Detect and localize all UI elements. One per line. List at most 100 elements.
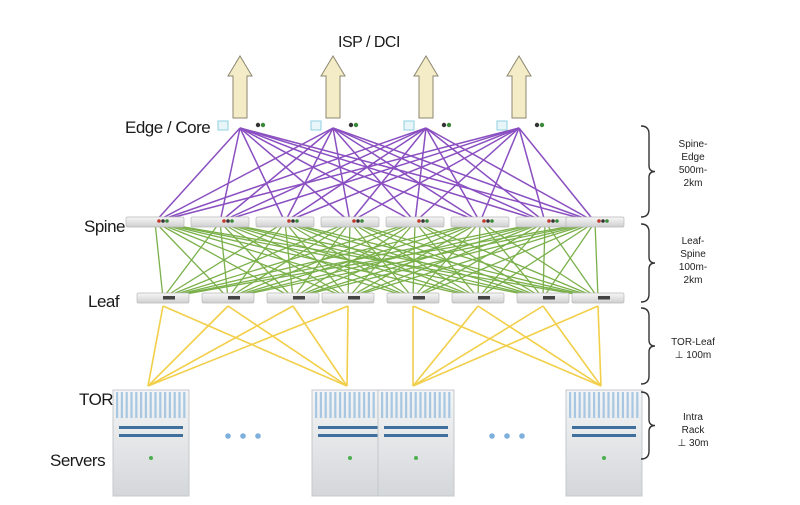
edge-router bbox=[496, 120, 545, 131]
tor-port-icon bbox=[348, 392, 351, 418]
status-led-icon bbox=[348, 122, 354, 128]
ellipsis-dot-icon bbox=[504, 433, 510, 439]
tor-port-icon bbox=[631, 392, 634, 418]
edge-spine-link bbox=[518, 127, 546, 223]
tor-port-icon bbox=[149, 392, 152, 418]
status-led-icon bbox=[482, 219, 486, 223]
ellipsis-dot-icon bbox=[225, 433, 231, 439]
edge-spine-link bbox=[239, 127, 351, 223]
edge-router bbox=[310, 120, 359, 131]
spine-tier-label: Spine bbox=[84, 217, 125, 236]
tor-leaf-links bbox=[147, 305, 602, 387]
tor-port-icon bbox=[405, 392, 408, 418]
status-led-icon bbox=[534, 122, 540, 128]
edge-core-tier-label: Edge / Core bbox=[125, 118, 211, 137]
tor-leaf-link bbox=[542, 305, 602, 387]
leaf-spine-link bbox=[162, 221, 416, 299]
status-led-icon bbox=[255, 122, 261, 128]
tor-port-icon bbox=[125, 392, 128, 418]
status-led-icon bbox=[222, 219, 226, 223]
leaf-spine-link bbox=[219, 221, 349, 299]
tor-leaf-link bbox=[147, 305, 349, 387]
status-led-icon bbox=[291, 219, 295, 223]
up-arrow-icon bbox=[320, 55, 346, 119]
edge-spine-links bbox=[154, 127, 596, 223]
edge-spine-link bbox=[239, 127, 596, 223]
switch-chassis bbox=[515, 216, 575, 228]
up-arrow-icon bbox=[227, 55, 253, 119]
switch-chassis bbox=[385, 216, 445, 228]
status-led-icon bbox=[446, 122, 452, 128]
bracket-line: 2km bbox=[683, 178, 703, 189]
tor-leaf-link bbox=[292, 305, 348, 387]
edge-spine-link bbox=[332, 127, 546, 223]
leaf-spine-link bbox=[162, 221, 351, 299]
tor-port-icon bbox=[602, 392, 605, 418]
leaf-spine-link bbox=[292, 221, 546, 299]
tor-port-icon bbox=[367, 392, 370, 418]
bracket-line: ⊥ 100m bbox=[674, 350, 712, 361]
spine-switch bbox=[565, 216, 625, 228]
status-led-icon bbox=[360, 219, 364, 223]
status-led-icon bbox=[356, 219, 360, 223]
server-slot-icon bbox=[318, 434, 382, 437]
ellipsis-dot-icon bbox=[240, 433, 246, 439]
switch-chassis bbox=[565, 216, 625, 228]
edge-spine-link bbox=[349, 127, 520, 223]
tor-port-icon bbox=[339, 392, 342, 418]
spine-switch bbox=[125, 216, 185, 228]
server-rack bbox=[565, 389, 643, 497]
edge-router bbox=[403, 120, 452, 131]
router-port-icon bbox=[310, 120, 322, 131]
tor-port-icon bbox=[363, 392, 366, 418]
tor-port-icon bbox=[438, 392, 441, 418]
edge-spine-link bbox=[414, 127, 520, 223]
status-led-icon bbox=[605, 219, 609, 223]
status-led-icon bbox=[161, 219, 165, 223]
leaf-spine-distance-label: Leaf- Spine 100m- 2km bbox=[668, 235, 718, 287]
leaf-spine-link bbox=[162, 221, 286, 299]
tor-port-icon bbox=[626, 392, 629, 418]
bracket-line: 500m- bbox=[678, 165, 708, 176]
switch-chassis bbox=[450, 216, 510, 228]
status-led-icon bbox=[425, 219, 429, 223]
tor-port-icon bbox=[597, 392, 600, 418]
status-led-icon bbox=[417, 219, 421, 223]
tor-port-icon bbox=[448, 392, 451, 418]
leaf-switch bbox=[266, 292, 320, 304]
edge-spine-link bbox=[239, 127, 546, 223]
switch-chassis bbox=[190, 216, 250, 228]
edge-spine-link bbox=[425, 127, 596, 223]
tor-port-icon bbox=[381, 392, 384, 418]
bracket-line: Rack bbox=[681, 425, 705, 436]
tor-port-icon bbox=[400, 392, 403, 418]
edge-spine-link bbox=[219, 127, 427, 223]
bracket-line: Leaf- bbox=[681, 236, 705, 247]
server-racks bbox=[112, 389, 643, 497]
tor-port-icon bbox=[443, 392, 446, 418]
leaf-spine-link bbox=[284, 221, 349, 299]
tor-port-icon bbox=[414, 392, 417, 418]
edge-spine-link bbox=[239, 127, 286, 223]
edge-spine-link bbox=[332, 127, 481, 223]
ellipsis-dot-icon bbox=[489, 433, 495, 439]
tor-port-icon bbox=[395, 392, 398, 418]
leaf-spine-link bbox=[347, 221, 351, 299]
up-arrow-icon bbox=[506, 55, 532, 119]
tor-leaf-link bbox=[412, 305, 479, 387]
server-slot-icon bbox=[318, 426, 382, 429]
status-led-icon bbox=[441, 122, 447, 128]
tor-port-icon bbox=[578, 392, 581, 418]
leaf-switch bbox=[386, 292, 440, 304]
edge-spine-link bbox=[349, 127, 427, 223]
leaf-spine-link bbox=[162, 221, 481, 299]
edge-spine-link bbox=[154, 127, 241, 223]
tor-port-icon bbox=[385, 392, 388, 418]
bracket-line: Spine- bbox=[678, 139, 708, 150]
spine-switch bbox=[255, 216, 315, 228]
leaf-switch bbox=[201, 292, 255, 304]
curly-bracket-icon bbox=[640, 307, 656, 385]
distance-brackets bbox=[640, 125, 656, 460]
curly-bracket-icon bbox=[640, 223, 656, 303]
port-block-icon bbox=[478, 296, 490, 300]
